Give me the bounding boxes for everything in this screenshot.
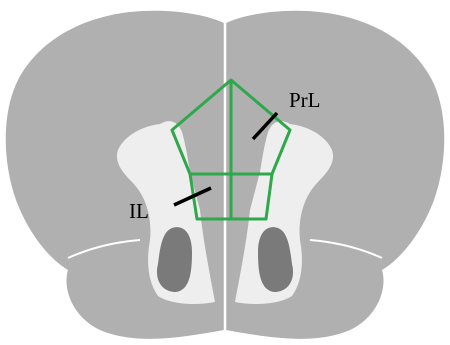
- il-label: IL: [129, 199, 149, 223]
- prl-label: PrL: [289, 88, 321, 112]
